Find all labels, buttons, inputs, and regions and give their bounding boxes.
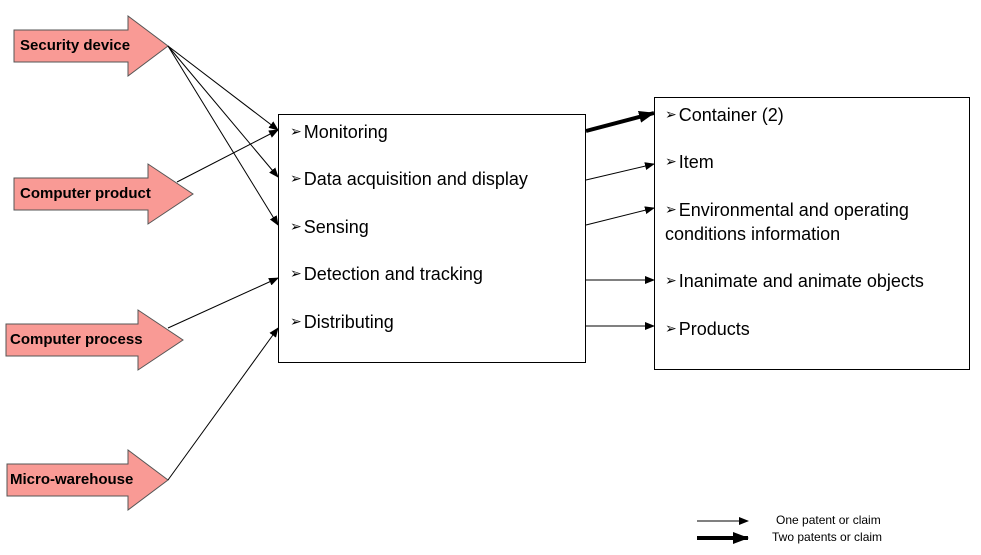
middle-item-distributing: ➢Distributing	[290, 312, 394, 332]
bullet-icon: ➢	[665, 320, 677, 336]
bullet-icon: ➢	[665, 153, 677, 169]
edge-security-to-monitoring	[167, 45, 279, 131]
right-item-environmental: ➢Environmental and operating	[665, 200, 909, 220]
edge-computer-product-to-monitoring	[176, 129, 279, 183]
edge-computer-process-to-detection	[167, 277, 279, 329]
edge-micro-warehouse-to-distributing	[167, 327, 279, 481]
edge-security-to-data-acquisition	[167, 45, 279, 178]
edge-to-container	[585, 111, 655, 133]
right-item-environmental-line2: conditions information	[665, 224, 841, 244]
bullet-icon: ➢	[290, 265, 302, 281]
source-label-security-device: Security device	[20, 37, 131, 54]
source-arrow-security-device	[13, 15, 169, 77]
legend-one-label: One patent or claim	[776, 513, 881, 527]
edge-security-to-sensing	[167, 45, 279, 226]
bullet-icon: ➢	[290, 170, 302, 186]
legend-two-label: Two patents or claim	[772, 530, 883, 544]
source-arrow-computer-product	[13, 163, 194, 225]
bullet-icon: ➢	[665, 272, 677, 288]
source-label-computer-process: Computer process	[10, 331, 143, 348]
middle-item-sensing: ➢Sensing	[290, 217, 369, 237]
right-item-container: ➢Container (2)	[665, 105, 784, 125]
source-label-computer-product: Computer product	[20, 185, 151, 202]
source-arrow-computer-process	[5, 309, 184, 371]
right-item-item: ➢Item	[665, 152, 714, 172]
bullet-icon: ➢	[290, 313, 302, 329]
middle-item-detection: ➢Detection and tracking	[290, 264, 483, 284]
middle-item-data-acquisition: ➢Data acquisition and display	[290, 169, 528, 189]
right-item-products: ➢Products	[665, 319, 750, 339]
edge-to-item	[585, 162, 655, 181]
bullet-icon: ➢	[290, 123, 302, 139]
bullet-icon: ➢	[665, 201, 677, 217]
source-arrow-micro-warehouse	[6, 449, 169, 511]
edge-to-environmental	[585, 206, 655, 226]
bullet-icon: ➢	[290, 218, 302, 234]
bullet-icon: ➢	[665, 106, 677, 122]
middle-box	[278, 114, 586, 363]
middle-item-monitoring: ➢Monitoring	[290, 122, 388, 142]
right-item-inanimate: ➢Inanimate and animate objects	[665, 271, 924, 291]
right-box	[654, 97, 970, 370]
source-label-micro-warehouse: Micro-warehouse	[10, 471, 134, 488]
